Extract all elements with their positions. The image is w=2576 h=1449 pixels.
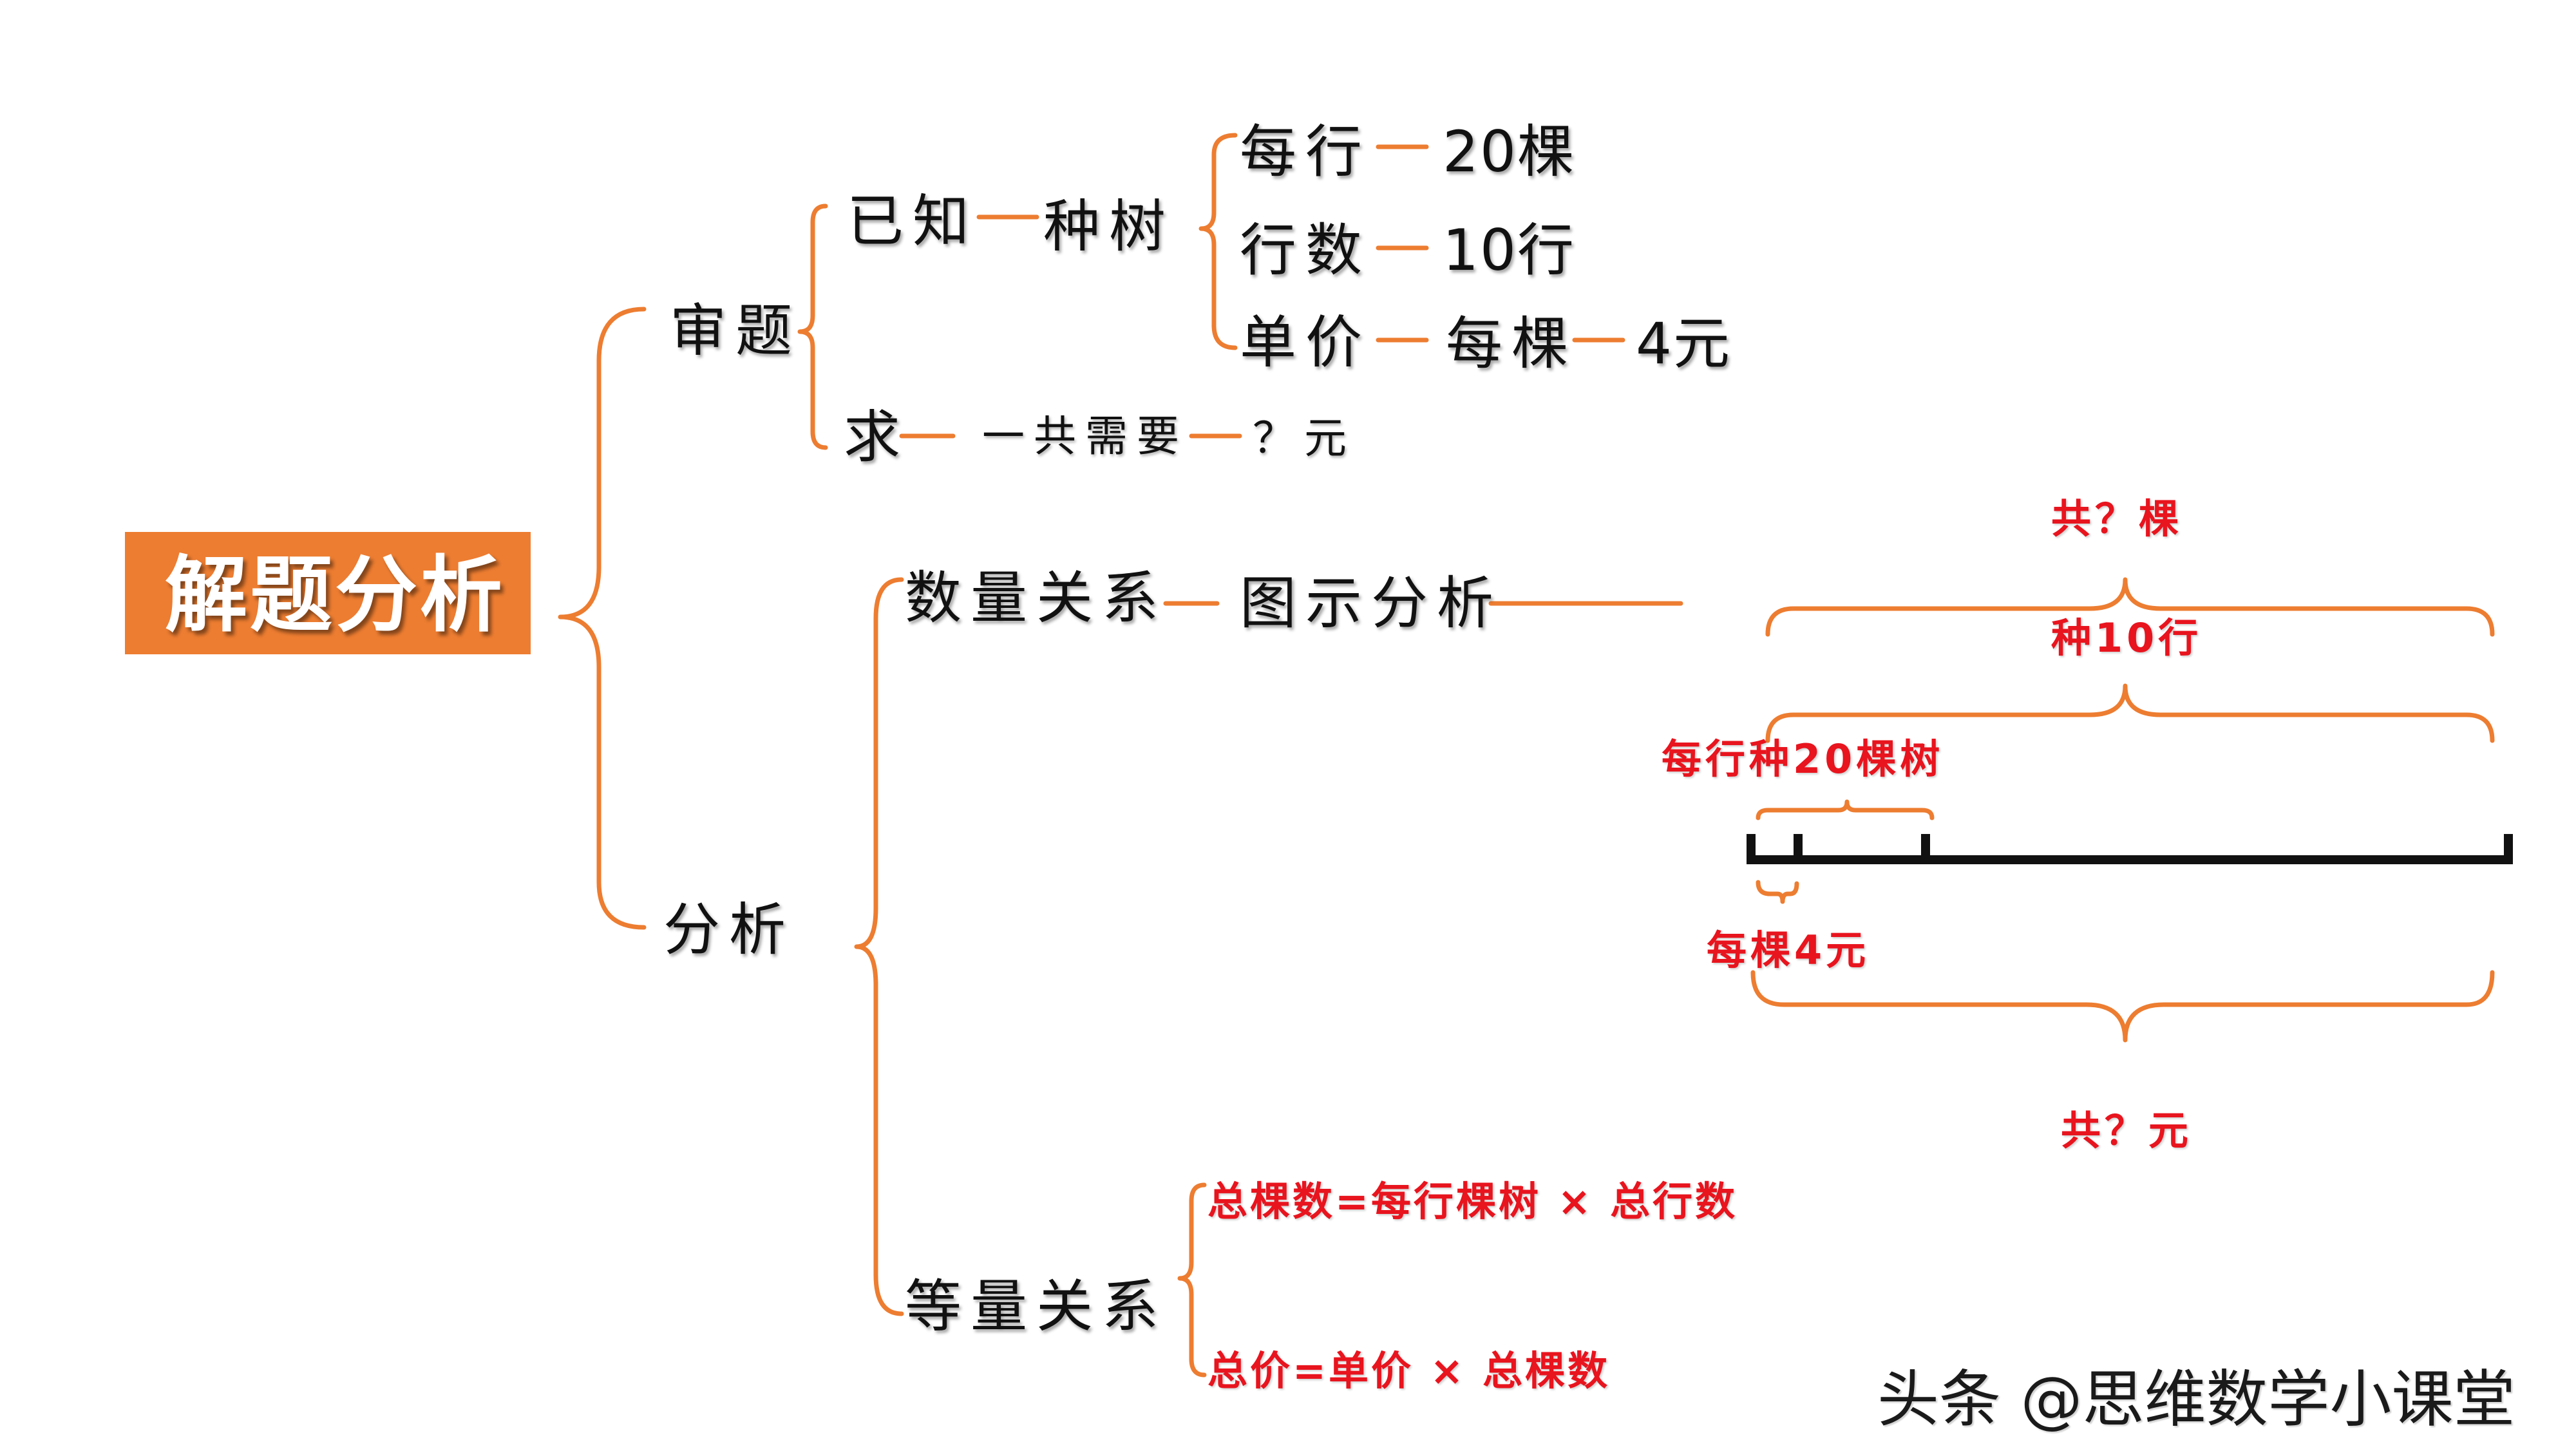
formula-total-trees: 总棵数=每行棵树 × 总行数 [1208, 1178, 1738, 1225]
equal-label: 等量关系 [905, 1273, 1168, 1340]
quantity-method: 图示分析 [1240, 570, 1503, 636]
bottom-total-brace [1750, 970, 2495, 1043]
equal-brace [1177, 1182, 1207, 1378]
formula-total-price: 总价=单价 × 总棵数 [1208, 1347, 1611, 1394]
known-row-key: 每行 [1240, 118, 1372, 185]
figure-bottom-total: 共？元 [2061, 1107, 2193, 1154]
page-title: 解题分析 [165, 547, 506, 643]
watermark: 头条 @思维数学小课堂 [1877, 1363, 2515, 1435]
analysis-label: 分析 [663, 896, 795, 963]
per-row-brace [1756, 799, 1935, 820]
top-total-brace [1765, 577, 2495, 637]
known-count-key: 行数 [1240, 217, 1372, 283]
review-label: 审题 [670, 298, 802, 364]
known-label: 已知 [847, 188, 979, 254]
ask-label: 求 [844, 404, 910, 470]
ask-text: 一共需要 [982, 412, 1188, 461]
quantity-label: 数量关系 [905, 565, 1168, 631]
ask-unknown: ？元 [1253, 413, 1356, 463]
title-box [125, 532, 531, 654]
known-brace [1198, 133, 1238, 350]
per-tree-brace [1756, 880, 1799, 904]
analysis-brace [854, 577, 904, 1316]
known-price-value: 每棵 [1446, 310, 1578, 377]
figure-per-row: 每行种20棵树 [1662, 735, 1944, 782]
figure-top-total: 共？棵 [2051, 495, 2183, 542]
known-row-value: 20棵 [1443, 118, 1575, 185]
known-topic: 种树 [1043, 193, 1175, 260]
segment-bar [1747, 834, 2513, 864]
main-brace [558, 307, 647, 930]
known-count-value: 10行 [1443, 217, 1575, 283]
review-brace [797, 204, 828, 450]
known-price-value2: 4元 [1636, 310, 1731, 377]
figure-per-tree: 每棵4元 [1707, 927, 1870, 974]
rows-brace [1765, 683, 2495, 743]
known-price-key: 单价 [1240, 309, 1372, 375]
figure-rows: 种10行 [2051, 614, 2202, 661]
